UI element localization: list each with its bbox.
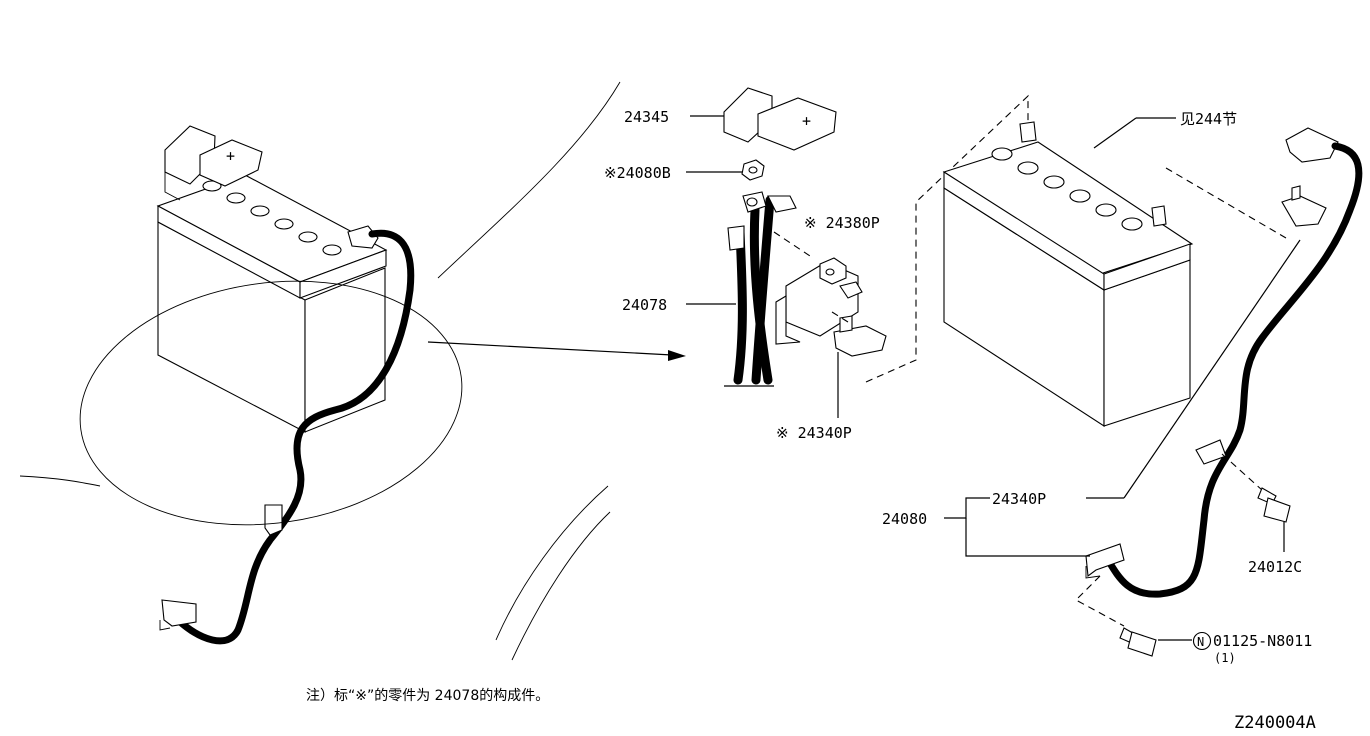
zoom-ellipse [79,280,463,526]
label-24078: 24078 [622,296,667,314]
label-24080b: ※24080B [604,164,671,182]
reference-code: Z240004A [1234,713,1316,733]
label-24080: 24080 [882,510,927,528]
label-24380p: ※ 24380P [804,214,880,232]
left-terminal-cover: + [164,125,263,201]
label-24345: 24345 [624,108,669,126]
part-24078-harness [724,191,797,387]
middle-plus-symbol: + [802,112,811,130]
left-vehicle-outline [19,81,621,661]
middle-dashed-leaders [773,94,1287,383]
part-labels: 24345 ※24080B ※ 24380P 24078 ※ 24340P 见2… [604,108,1312,665]
bolt-24012c [1221,453,1291,523]
label-24340p-right: 24340P [992,490,1046,508]
label-24012c: 24012C [1248,558,1302,576]
part-24345-terminal-cover: + [723,87,837,151]
n-marker-circle [1192,631,1212,651]
label-see-244: 见244节 [1180,110,1237,128]
negative-post [1151,205,1167,227]
label-01125-qty: (1) [1214,651,1236,665]
part-24080b-nut [741,159,765,181]
footnote: 注）标“※”的零件为 24078的构成件。 [306,688,549,704]
label-01125: 01125-N8011 [1213,632,1312,650]
left-battery-caps [202,180,342,256]
zoom-arrow [427,341,686,361]
positive-post [1019,121,1037,143]
leader-lines [686,115,1301,641]
left-negative-cable [159,229,415,645]
label-n-marker: N [1197,635,1204,649]
part-24340p-terminal [833,315,887,357]
label-24340p-left: ※ 24340P [776,424,852,442]
right-battery-caps [991,147,1143,231]
right-negative-cable [1085,127,1363,598]
bolt-01125 [1075,575,1157,657]
left-battery: + [156,125,388,433]
left-plus-symbol: + [226,147,235,165]
right-battery [942,121,1194,428]
